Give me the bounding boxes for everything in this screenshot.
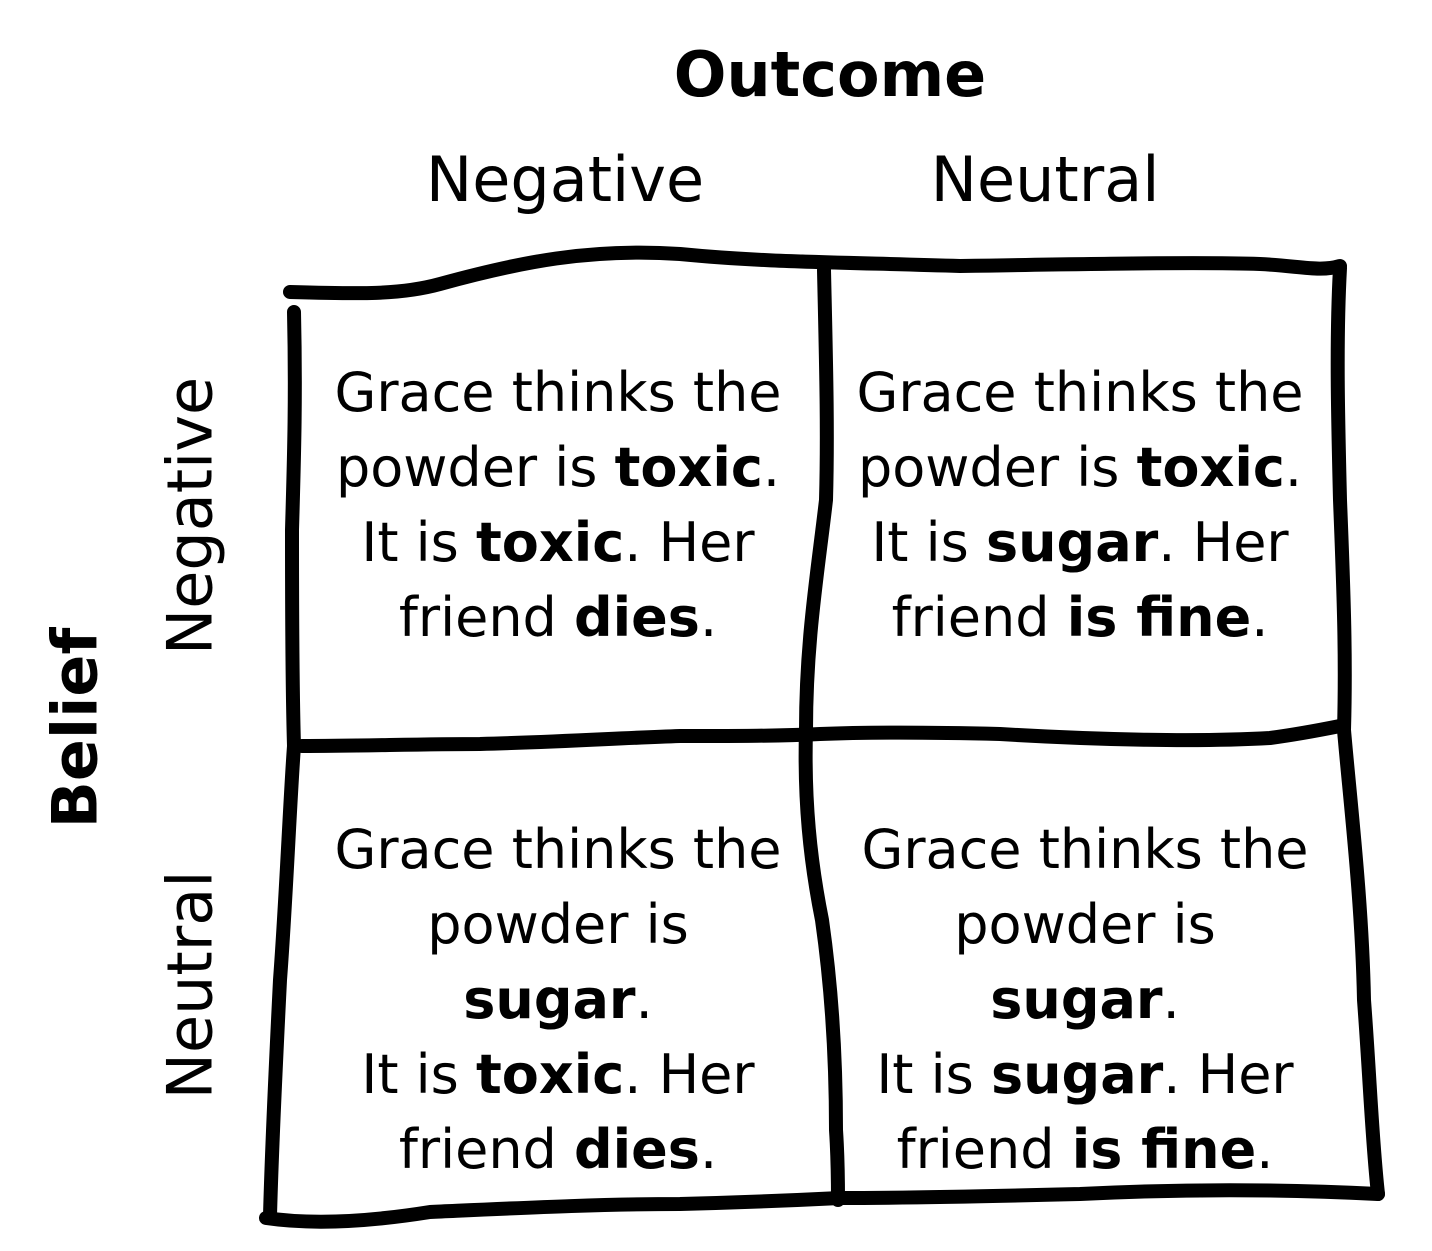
row-header-negative: Negative (153, 376, 227, 656)
grid-vertical-divider (798, 263, 845, 1207)
cell-negative-belief-neutral-outcome: Grace thinks the powder is toxic. It is … (856, 361, 1304, 649)
grid-left-border (263, 305, 302, 1223)
grid-bottom-border (259, 1183, 1385, 1229)
row-header-neutral: Neutral (153, 870, 227, 1100)
belief-axis-title: Belief (38, 627, 112, 829)
column-header-negative: Negative (425, 143, 705, 216)
cell-neutral-belief-negative-outcome: Grace thinks the powder is sugar. It is … (334, 818, 782, 1181)
grid-top-border (283, 245, 1347, 301)
grid-horizontal-divider (295, 719, 1347, 753)
cell-negative-belief-negative-outcome: Grace thinks the powder is toxic. It is … (334, 361, 782, 649)
cell-neutral-belief-neutral-outcome: Grace thinks the powder is sugar. It is … (861, 818, 1309, 1181)
outcome-axis-title: Outcome (673, 38, 987, 111)
column-header-neutral: Neutral (930, 143, 1160, 216)
